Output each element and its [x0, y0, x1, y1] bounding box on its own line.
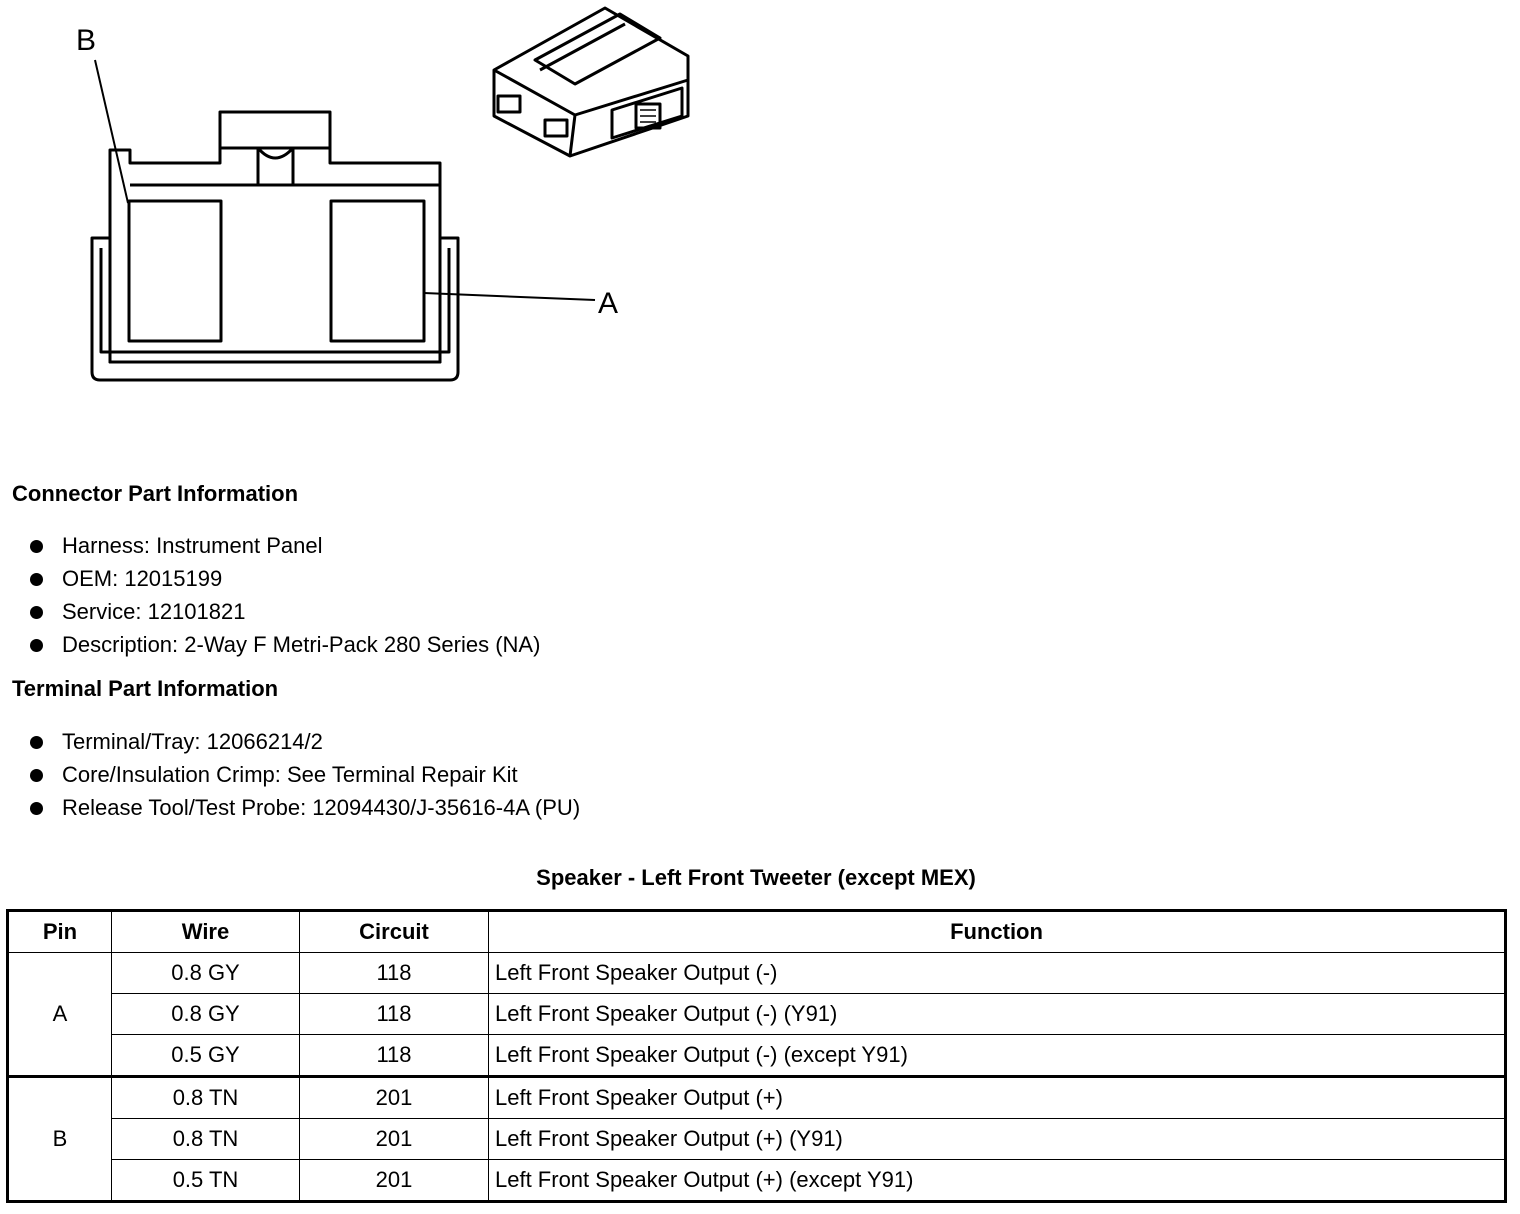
header-pin: Pin [7, 910, 112, 953]
bullet-icon [30, 573, 43, 586]
header-circuit: Circuit [299, 910, 489, 953]
circuit-cell: 118 [299, 993, 489, 1035]
terminal-part-info-heading: Terminal Part Information [12, 676, 279, 701]
table-title: Speaker - Left Front Tweeter (except MEX… [536, 865, 976, 890]
list-item: OEM: 12015199 [0, 564, 540, 597]
circuit-cell: 201 [299, 1075, 489, 1119]
bullet-icon [30, 639, 43, 652]
pin-group-a: A 0.8 GY 118 Left Front Speaker Output (… [7, 952, 1506, 1077]
table-row: 0.8 GY 118 Left Front Speaker Output (-)… [8, 993, 1506, 1035]
list-item-text: Harness: Instrument Panel [62, 533, 323, 558]
list-item: Release Tool/Test Probe: 12094430/J-3561… [0, 793, 580, 826]
wire-cell: 0.5 GY [111, 1034, 300, 1077]
function-cell: Left Front Speaker Output (-) [488, 952, 1506, 994]
leader-b [94, 59, 129, 204]
table-row: B 0.8 TN 201 Left Front Speaker Output (… [7, 1075, 1506, 1202]
wire-cell: 0.8 GY [111, 993, 300, 1035]
list-item: Terminal/Tray: 12066214/2 [0, 727, 580, 760]
table-header-row: Pin Wire Circuit Function [7, 910, 1506, 953]
function-cell: Left Front Speaker Output (+) (except Y9… [488, 1159, 1506, 1202]
list-item-text: Description: 2-Way F Metri-Pack 280 Seri… [62, 632, 541, 657]
wire-cell: 0.8 GY [111, 952, 300, 994]
cavity-b [127, 199, 223, 343]
cavity-a [329, 199, 426, 343]
label-a: A [598, 287, 618, 320]
pinout-table: Pin Wire Circuit Function A 0.8 GY 118 L… [6, 909, 1507, 1203]
pin-cell: B [7, 1075, 112, 1202]
function-cell: Left Front Speaker Output (+) (Y91) [488, 1118, 1506, 1160]
table-row: 0.8 TN 201 Left Front Speaker Output (+)… [8, 1118, 1506, 1160]
list-item: Core/Insulation Crimp: See Terminal Repa… [0, 760, 580, 793]
table-row: 0.5 GY 118 Left Front Speaker Output (-)… [8, 1034, 1506, 1077]
connector-isometric-view [492, 6, 690, 158]
list-item: Description: 2-Way F Metri-Pack 280 Seri… [0, 630, 540, 663]
header-wire: Wire [111, 910, 300, 953]
connector-part-info-heading: Connector Part Information [12, 481, 299, 506]
list-item-text: Core/Insulation Crimp: See Terminal Repa… [62, 762, 518, 787]
list-item-text: Release Tool/Test Probe: 12094430/J-3561… [62, 795, 581, 820]
circuit-cell: 201 [299, 1159, 489, 1202]
leader-a [423, 292, 596, 301]
function-cell: Left Front Speaker Output (-) (except Y9… [488, 1034, 1506, 1077]
connector-part-info-list: Harness: Instrument Panel OEM: 12015199 … [0, 531, 540, 663]
bullet-icon [30, 606, 43, 619]
function-cell: Left Front Speaker Output (+) [488, 1075, 1506, 1119]
wire-cell: 0.5 TN [111, 1159, 300, 1202]
table-row: 0.5 TN 201 Left Front Speaker Output (+)… [8, 1159, 1506, 1202]
circuit-cell: 201 [299, 1118, 489, 1160]
circuit-cell: 118 [299, 952, 489, 994]
pin-group-b: B 0.8 TN 201 Left Front Speaker Output (… [7, 1075, 1506, 1202]
connector-drawing: B A [76, 6, 690, 382]
header-function: Function [488, 910, 1506, 953]
list-item-text: Terminal/Tray: 12066214/2 [62, 729, 323, 754]
circuit-cell: 118 [299, 1034, 489, 1077]
function-cell: Left Front Speaker Output (-) (Y91) [488, 993, 1506, 1035]
bullet-icon [30, 736, 43, 749]
wire-cell: 0.8 TN [111, 1118, 300, 1160]
bullet-icon [30, 540, 43, 553]
table-row: A 0.8 GY 118 Left Front Speaker Output (… [7, 952, 1506, 1077]
wire-cell: 0.8 TN [111, 1075, 300, 1119]
list-item: Service: 12101821 [0, 597, 540, 630]
list-item-text: OEM: 12015199 [62, 566, 223, 591]
list-item-text: Service: 12101821 [62, 599, 246, 624]
terminal-part-info-list: Terminal/Tray: 12066214/2 Core/Insulatio… [0, 727, 580, 826]
pin-cell: A [7, 952, 112, 1077]
bullet-icon [30, 769, 43, 782]
bullet-icon [30, 802, 43, 815]
label-b: B [76, 24, 96, 57]
connector-face-view [90, 59, 596, 382]
list-item: Harness: Instrument Panel [0, 531, 540, 564]
